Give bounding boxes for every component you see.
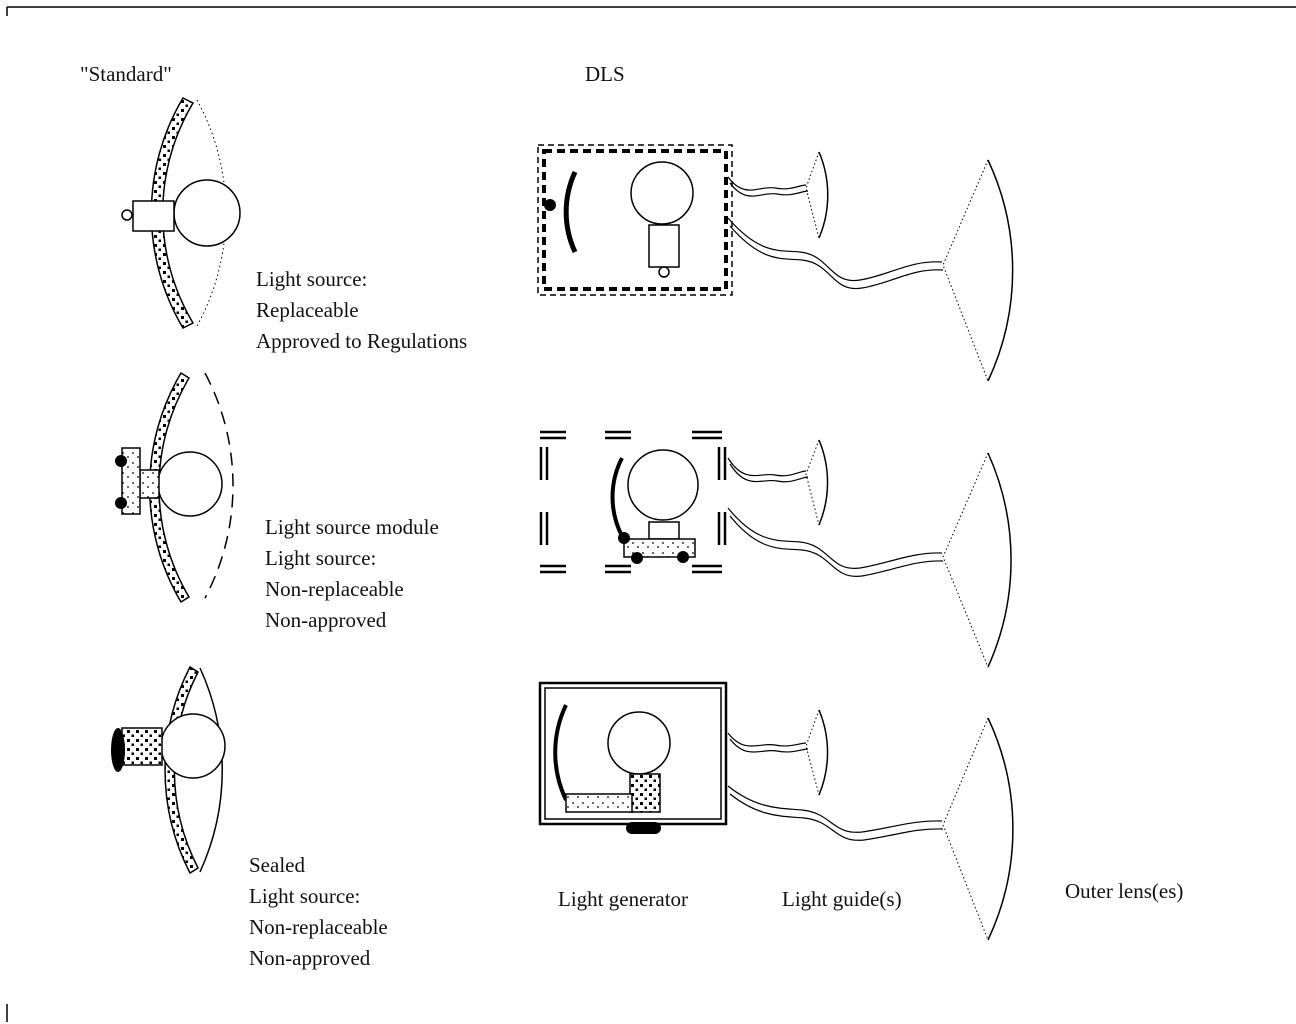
- label-outer-lenses: Outer lens(es): [1065, 879, 1184, 903]
- dls-generator-replaceable: [537, 144, 733, 296]
- standard-module-lamp: [115, 371, 234, 604]
- bulb: [630, 161, 694, 225]
- reflector: [563, 170, 578, 254]
- small-lenses: [805, 151, 829, 796]
- label-module: Light source module Light source: Non-re…: [265, 512, 439, 636]
- label-line: Non-approved: [249, 946, 371, 970]
- label-line: Non-replaceable: [249, 915, 388, 939]
- dls-generator-sealed: [538, 681, 728, 834]
- label-line: Non-replaceable: [265, 577, 404, 601]
- heading-standard: "Standard": [80, 62, 172, 86]
- module-plate: [121, 447, 141, 515]
- label-line: Replaceable: [256, 298, 359, 322]
- light-guides: [727, 176, 944, 841]
- bulb-base: [648, 224, 680, 268]
- reflector: [553, 704, 568, 801]
- bulb-base: [132, 200, 175, 232]
- label-line: Light source:: [265, 546, 377, 570]
- label-line: Light source:: [256, 267, 368, 291]
- dls-generator-module: [539, 430, 727, 574]
- standard-sealed-lamp: [111, 665, 226, 875]
- reflector: [610, 457, 624, 537]
- bulb: [157, 451, 223, 517]
- bulb: [160, 713, 226, 779]
- sealed-base: [121, 727, 163, 766]
- sealed-connector: [626, 822, 661, 834]
- label-line: Approved to Regulations: [256, 329, 468, 353]
- outer-lens-dashed: [204, 372, 234, 599]
- connector: [121, 209, 133, 221]
- heading-dls: DLS: [585, 62, 625, 86]
- label-sealed: Sealed Light source: Non-replaceable Non…: [249, 850, 388, 974]
- reflector: [150, 97, 195, 329]
- label-line: Sealed: [249, 853, 305, 877]
- page-frame: [6, 6, 1296, 1022]
- label-line: Light source:: [249, 884, 361, 908]
- bulb: [173, 179, 241, 247]
- label-line: Non-approved: [265, 608, 387, 632]
- standard-replaceable-lamp: [121, 97, 241, 329]
- module-plate: [623, 538, 696, 558]
- label-replaceable: Light source: Replaceable Approved to Re…: [256, 264, 467, 357]
- module-base: [139, 469, 160, 499]
- reflector: [148, 371, 191, 604]
- bulb: [607, 711, 671, 775]
- outer-lens-solid: [199, 667, 223, 873]
- bulb: [627, 449, 699, 521]
- outer-lenses: [942, 159, 1014, 941]
- dls-module-internals: [610, 449, 699, 564]
- label-light-generator: Light generator: [558, 887, 689, 911]
- label-line: Light source module: [265, 515, 439, 539]
- label-light-guides: Light guide(s): [782, 887, 902, 911]
